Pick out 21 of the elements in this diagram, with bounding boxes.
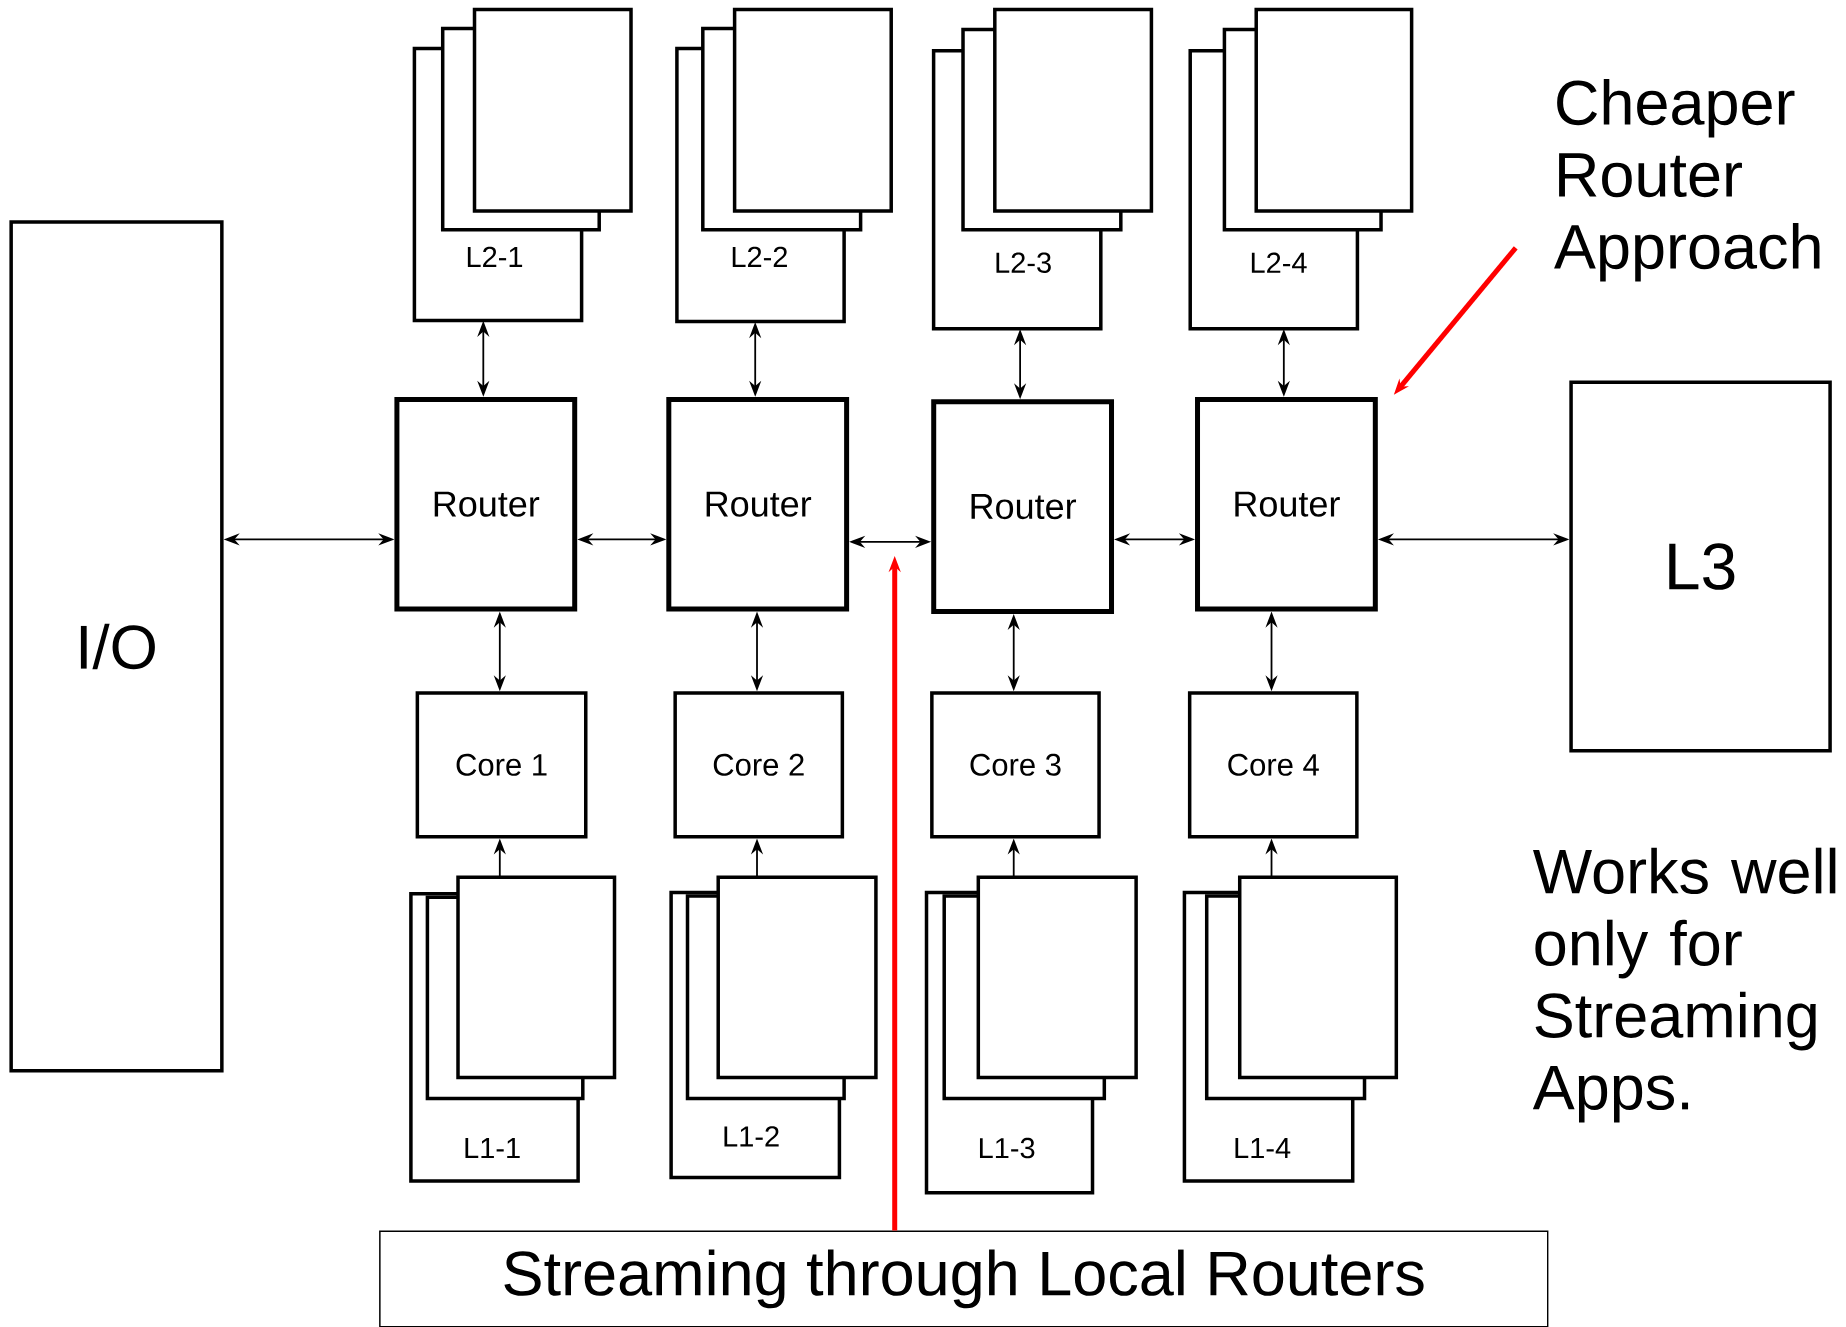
memory-stack: L2-4: [1188, 7, 1414, 331]
memory-stack: L2-1: [412, 7, 633, 323]
memory-stack: L1-1: [409, 875, 617, 1183]
router-box: Router: [666, 396, 850, 612]
core-box: Core 2: [673, 691, 845, 839]
core-box: Core 4: [1187, 691, 1359, 839]
io-box: I/O: [9, 220, 224, 1073]
router-box: Router: [1195, 396, 1378, 612]
router-box: Router: [394, 396, 578, 612]
note-text: Works well only for Streaming Apps.: [1532, 847, 1836, 1123]
memory-stack: L1-3: [924, 875, 1138, 1195]
core-box: Core 1: [415, 691, 588, 839]
core-box: Core 3: [930, 691, 1101, 839]
memory-stack: L1-2: [669, 875, 878, 1180]
annotation-text: Cheaper Router Approach: [1554, 78, 1820, 282]
memory-stack: L2-3: [931, 7, 1154, 331]
caption-box: Streaming through Local Routers: [379, 1230, 1549, 1327]
cache-box: L3: [1569, 380, 1832, 753]
router-box: Router: [931, 399, 1114, 614]
memory-stack: L1-4: [1182, 875, 1399, 1183]
memory-stack: L2-2: [675, 7, 893, 324]
